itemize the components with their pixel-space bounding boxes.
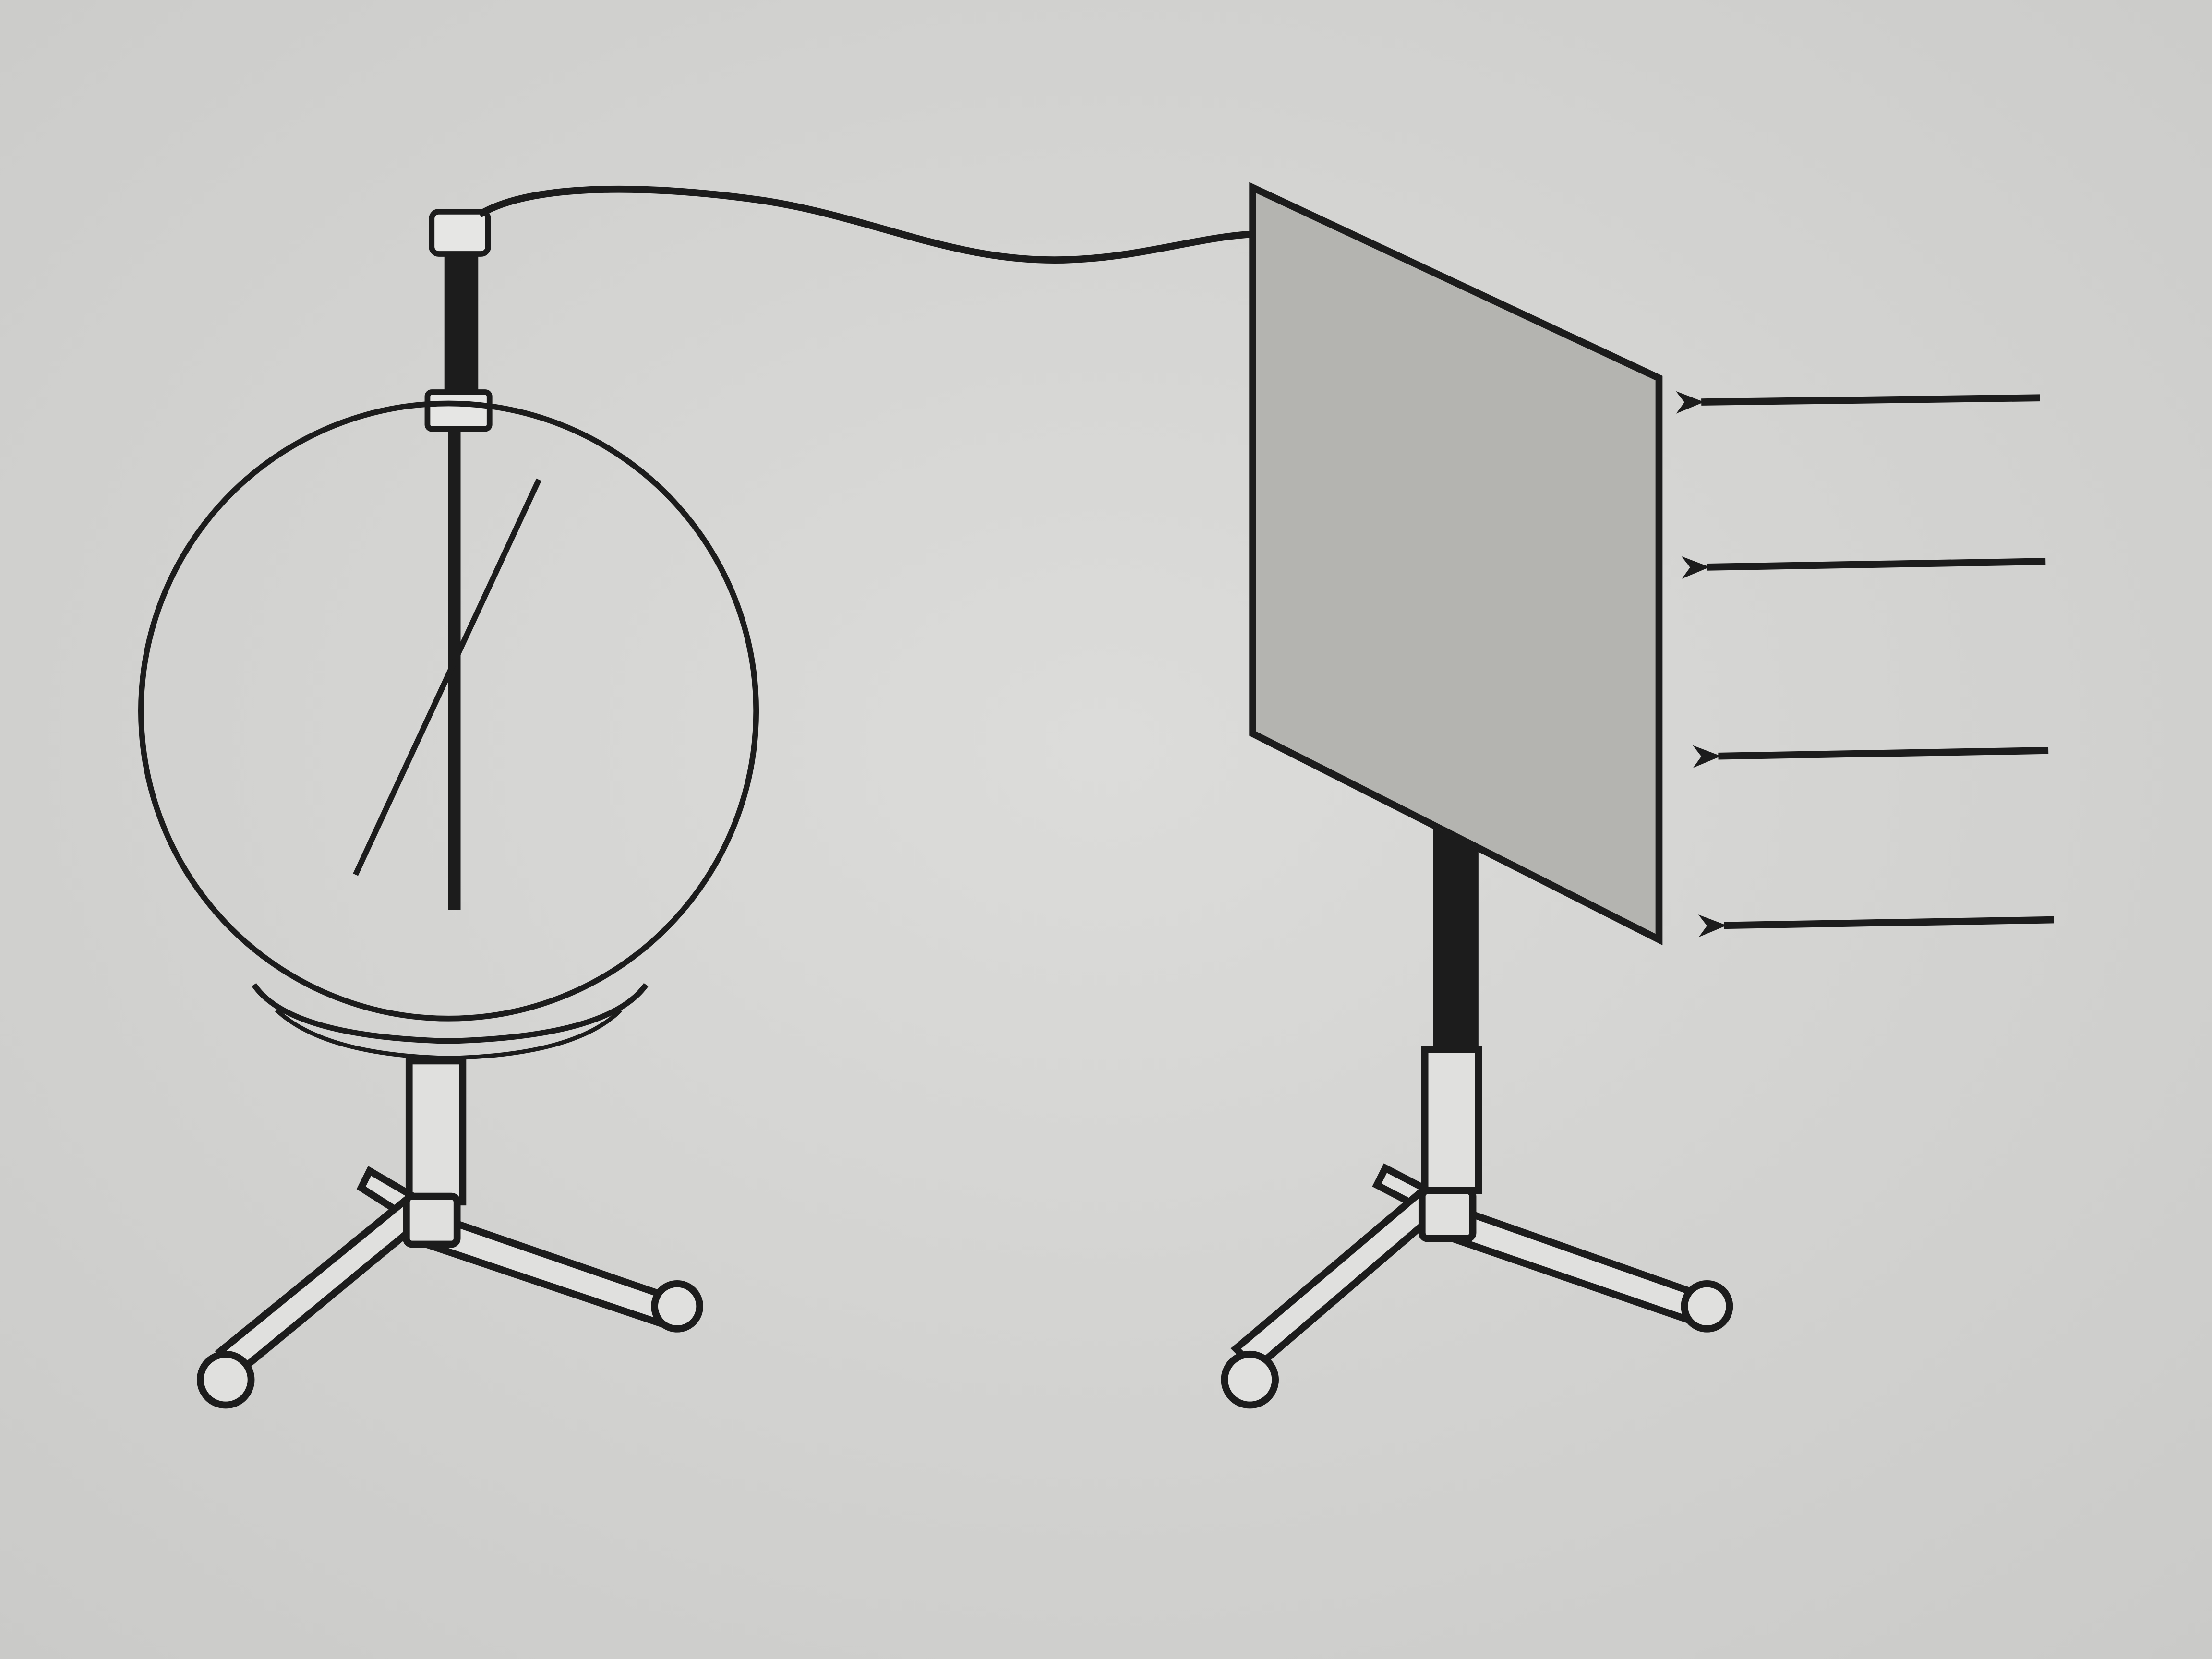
electroscope-top-knob	[429, 208, 491, 257]
electroscope-top-rod	[444, 253, 479, 395]
electroscope-collar	[424, 389, 493, 432]
plate-stand-rod	[1433, 825, 1479, 1054]
electroscope-tripod	[196, 1166, 703, 1409]
light-arrow-1	[1675, 391, 2040, 414]
plate-stand-lower-post	[1421, 1046, 1482, 1194]
metal-plate	[1249, 182, 1663, 946]
stand-foot-left	[1221, 1350, 1279, 1409]
electroscope-needle	[353, 478, 541, 876]
tripod-foot-right	[651, 1280, 703, 1333]
electroscope	[138, 208, 759, 1409]
electroscope-base-ring	[252, 983, 649, 1044]
electroscope-sphere	[138, 400, 759, 1022]
incident-light-arrows	[1675, 391, 2054, 938]
plate-stand-tripod	[1221, 1163, 1733, 1409]
tripod-foot-left	[196, 1350, 255, 1409]
stand-foot-right	[1681, 1280, 1733, 1333]
stand-hub	[1418, 1187, 1477, 1242]
tripod-hub	[403, 1192, 461, 1248]
connecting-wire	[478, 185, 1253, 264]
electroscope-lower-post	[405, 1057, 467, 1206]
plate-stand	[1221, 825, 1733, 1409]
light-arrow-4	[1698, 914, 2054, 938]
light-arrow-3	[1693, 745, 2049, 768]
light-arrow-2	[1681, 556, 2046, 579]
